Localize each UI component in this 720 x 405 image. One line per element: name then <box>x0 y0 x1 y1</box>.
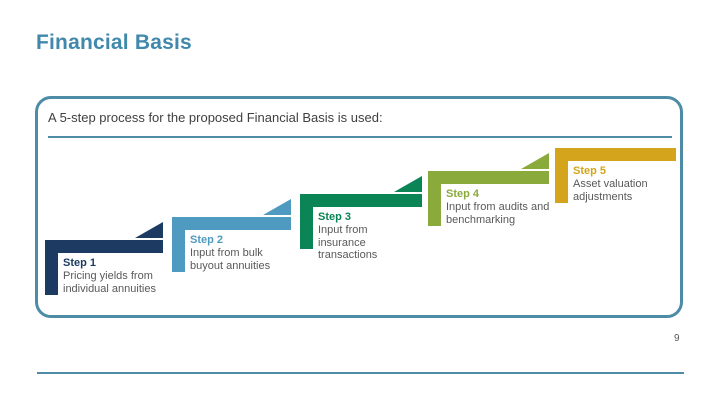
step-description: Input from insurance transactions <box>318 224 378 261</box>
process-panel <box>35 96 683 318</box>
step-description: Input from audits and benchmarking <box>446 201 550 226</box>
intro-underline <box>48 136 672 138</box>
step-description: Asset valuation adjustments <box>573 178 648 203</box>
step-description: Input from bulk buyout annuities <box>190 247 271 272</box>
step-leg-shape <box>300 207 313 249</box>
page-number: 9 <box>674 333 680 344</box>
step-label: Step 2 <box>190 234 224 246</box>
step-label: Step 5 <box>573 165 607 177</box>
step-leg-shape <box>172 230 185 272</box>
process-step-5: Step 5 Asset valuation adjustments <box>555 148 676 203</box>
step-bar-shape <box>172 199 291 230</box>
step-bar-shape <box>555 148 676 161</box>
footer-divider <box>37 372 684 374</box>
step-bar-shape <box>428 153 549 184</box>
page-title: Financial Basis <box>36 31 192 54</box>
intro-text: A 5-step process for the proposed Financ… <box>48 110 383 125</box>
process-step-1: Step 1 Pricing yields from individual an… <box>45 222 163 295</box>
step-label: Step 1 <box>63 257 97 269</box>
step-leg-shape <box>428 184 441 226</box>
step-label: Step 4 <box>446 188 480 200</box>
step-bar-shape <box>300 176 422 207</box>
step-label: Step 3 <box>318 211 352 223</box>
process-step-3: Step 3 Input from insurance transactions <box>300 176 422 261</box>
step-leg-shape <box>555 161 568 203</box>
step-leg-shape <box>45 253 58 295</box>
process-step-4: Step 4 Input from audits and benchmarkin… <box>428 153 549 226</box>
step-bar-shape <box>45 222 163 253</box>
process-step-2: Step 2 Input from bulk buyout annuities <box>172 199 291 272</box>
step-description: Pricing yields from individual annuities <box>63 270 156 295</box>
